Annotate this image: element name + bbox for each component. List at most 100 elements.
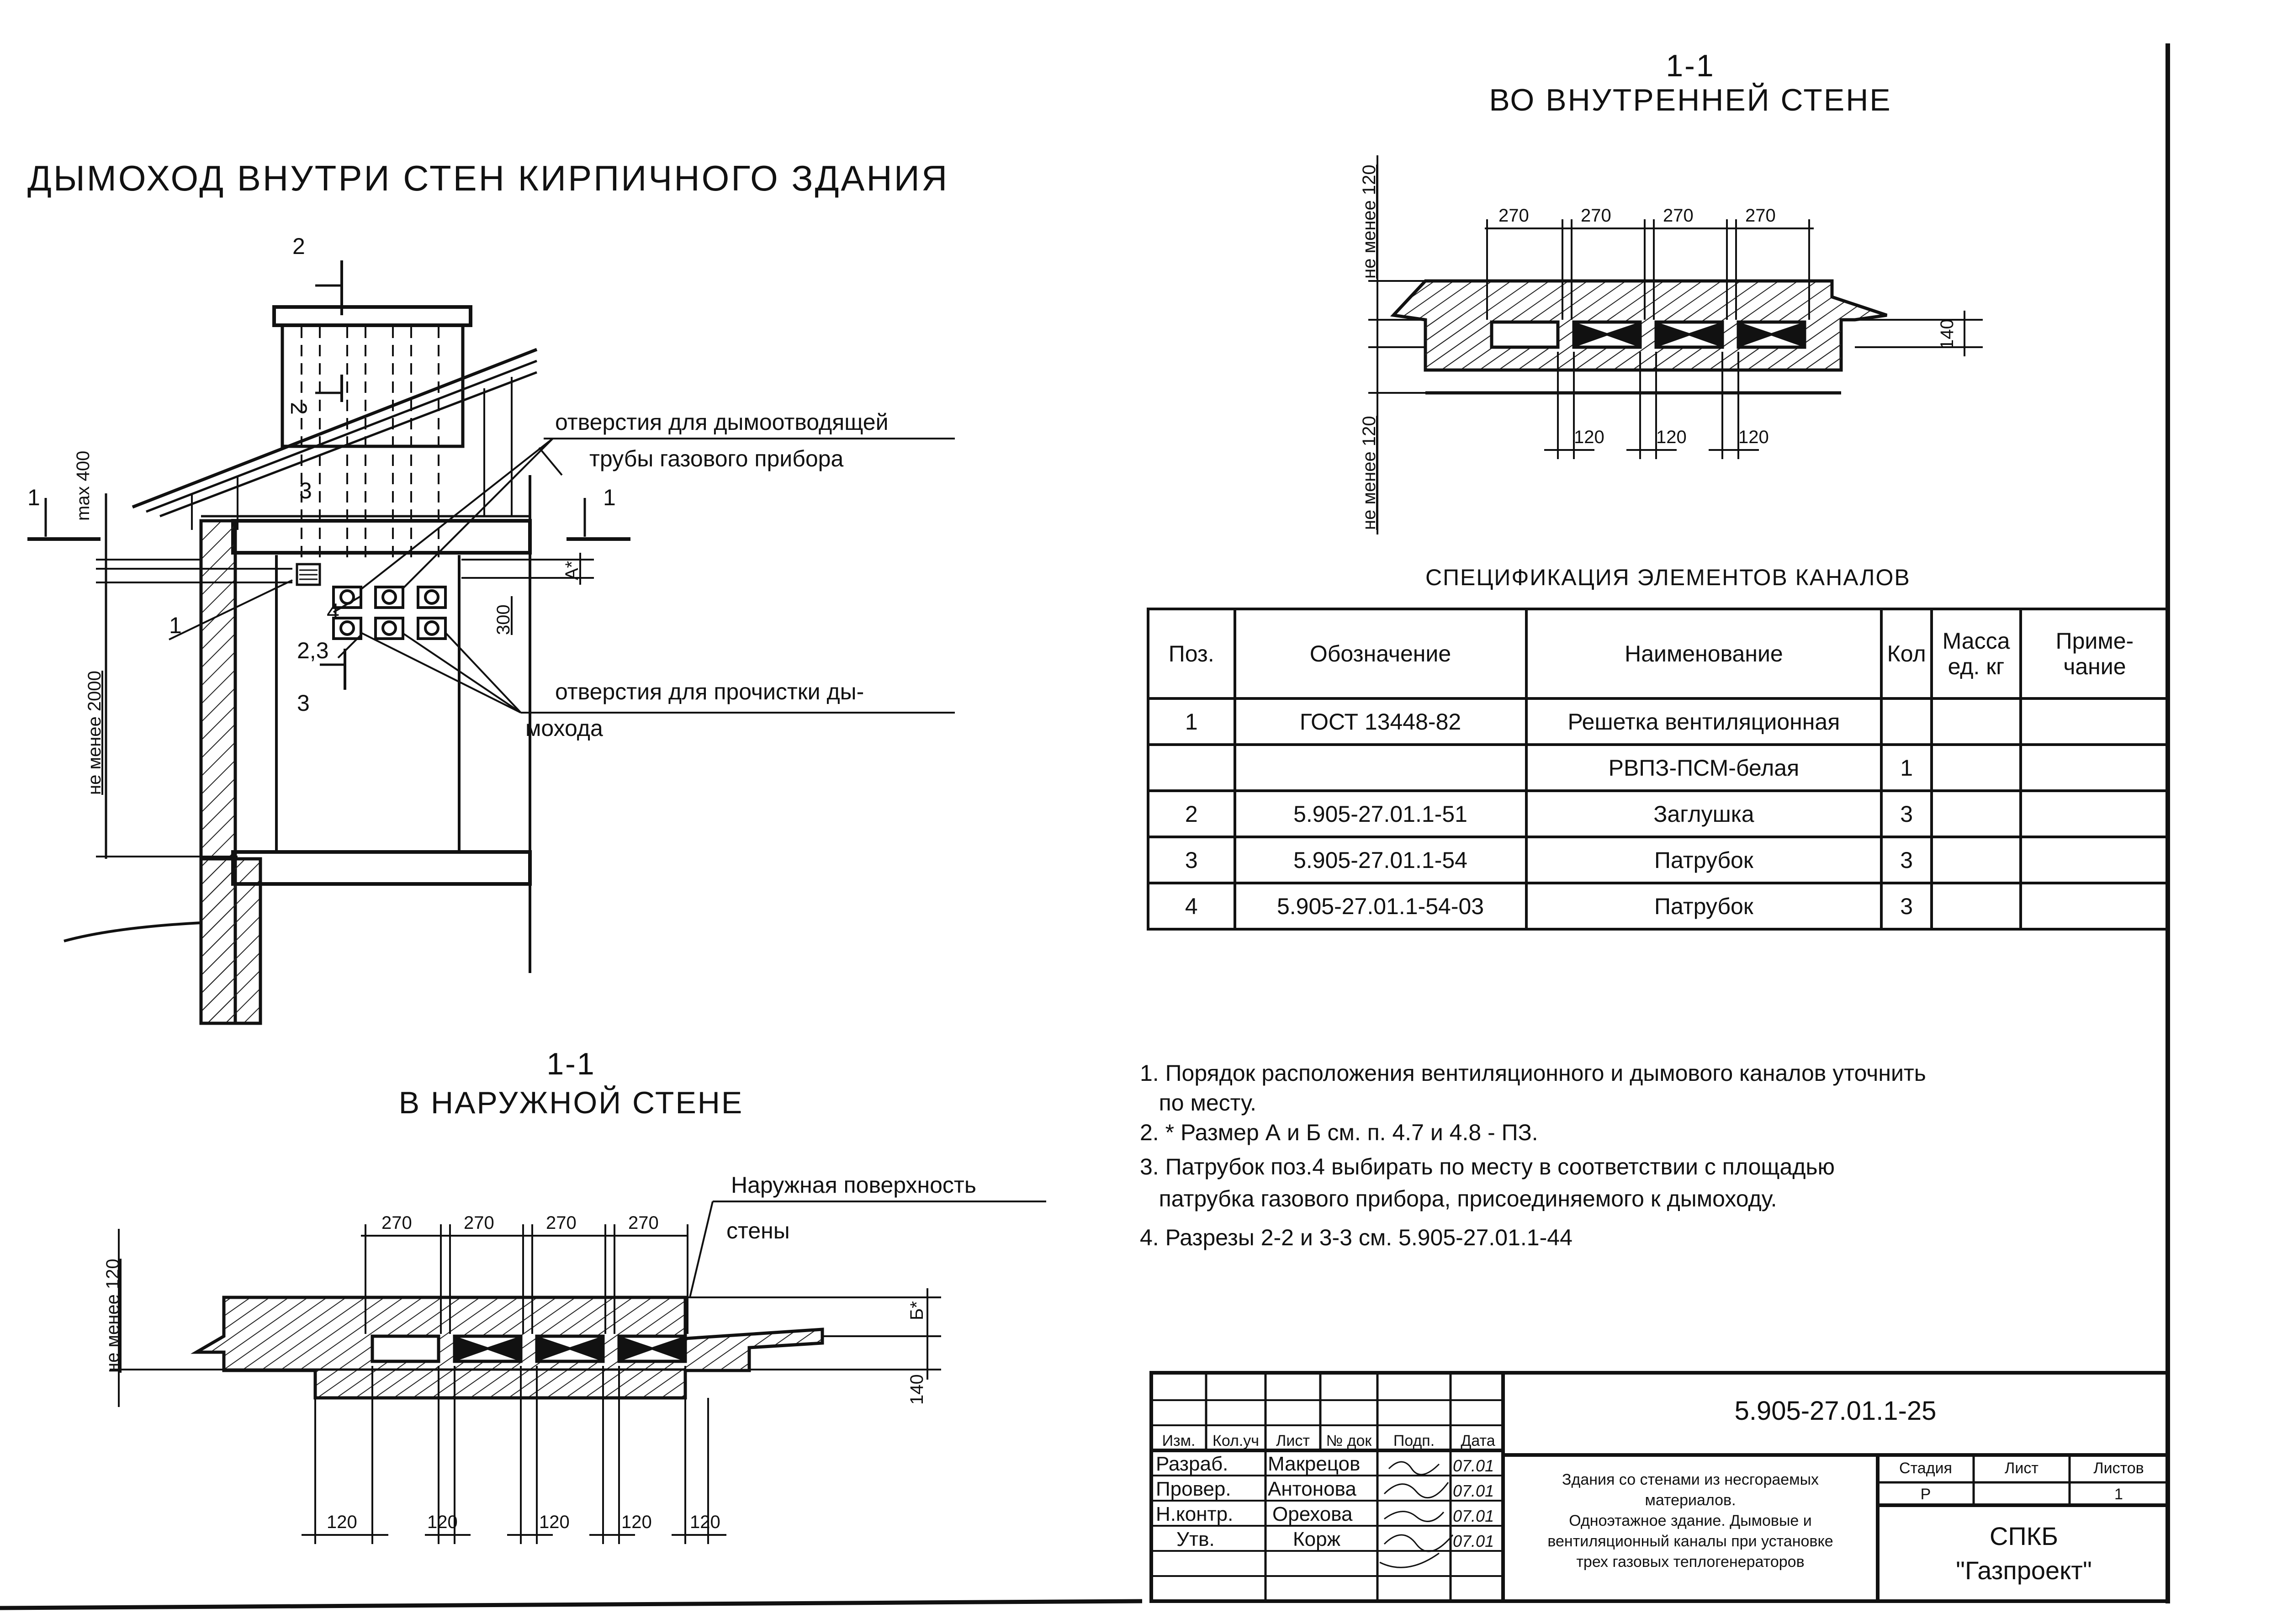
- spec-cell: [2019, 836, 2171, 884]
- position-label-2-3: 2,3: [297, 638, 329, 663]
- dim-outer-120-2: 120: [427, 1512, 458, 1532]
- title-block-frame: [1149, 1371, 2170, 1603]
- tb-col-izm: Изм.: [1162, 1432, 1196, 1449]
- tb-col-koluch: Кол.уч: [1212, 1432, 1259, 1449]
- section-outer-title: В НАРУЖНОЙ СТЕНЕ: [398, 1085, 744, 1120]
- dim-outer-270-2: 270: [464, 1213, 494, 1233]
- spec-cell: [1147, 743, 1236, 792]
- dim-outer-120-3: 120: [539, 1512, 570, 1532]
- dim-outer-120-4: 120: [621, 1512, 652, 1532]
- main-title: ДЫМОХОД ВНУТРИ СТЕН КИРПИЧНОГО ЗДАНИЯ: [27, 158, 949, 198]
- section-mark-1-left: 1: [27, 485, 40, 510]
- spec-cell: РВПЗ-ПСМ-белая: [1525, 743, 1883, 792]
- tb-date-2: 07.01: [1453, 1481, 1494, 1500]
- tb-date-4: 07.01: [1453, 1532, 1494, 1550]
- spec-header-note: Приме- чание: [2019, 608, 2171, 700]
- note-3b: патрубка газового прибора, присоединяемо…: [1140, 1186, 1777, 1211]
- tb-role-1: Разраб.: [1156, 1453, 1228, 1475]
- dim-outer-b: Б*: [907, 1301, 927, 1320]
- note-3a: 3. Патрубок поз.4 выбирать по месту в со…: [1140, 1154, 1835, 1180]
- tb-col-ndok: № док: [1326, 1432, 1372, 1449]
- section-mark-2b: 2: [286, 402, 312, 415]
- dim-outer-270-3: 270: [546, 1213, 577, 1233]
- tb-desc-3: Одноэтажное здание. Дымовые и: [1569, 1512, 1812, 1529]
- note-1a: 1. Порядок расположения вентиляционного …: [1140, 1060, 1926, 1086]
- spec-cell: [1930, 836, 2022, 884]
- elevation-drawing: [27, 260, 955, 1025]
- spec-cell: 1: [1880, 743, 1933, 792]
- doc-code: 5.905-27.01.1-25: [1734, 1396, 1937, 1426]
- dim-inner-140: 140: [1937, 319, 1957, 349]
- tb-name-4: Корж: [1293, 1528, 1341, 1550]
- dim-max-400: max 400: [73, 450, 93, 521]
- spec-cell: 3: [1880, 882, 1933, 931]
- spec-cell: [1233, 743, 1528, 792]
- section-inner-title: ВО ВНУТРЕННЕЙ СТЕНЕ: [1489, 83, 1892, 117]
- dim-inner-270-1: 270: [1498, 206, 1529, 226]
- callout-smoke-openings-1: отверстия для дымоотводящей: [555, 409, 889, 435]
- dim-a: А*: [562, 561, 582, 580]
- tb-desc-5: трех газовых теплогенераторов: [1576, 1553, 1805, 1571]
- section-inner-drawing: [1368, 155, 1983, 534]
- tb-role-2: Провер.: [1156, 1478, 1231, 1500]
- spec-cell: 2: [1147, 789, 1236, 838]
- tb-stage-value: Р: [1920, 1486, 1931, 1503]
- spec-cell: 1: [1147, 697, 1236, 746]
- tb-desc-4: вентиляционный каналы при установке: [1547, 1533, 1833, 1550]
- dim-outer-270-4: 270: [628, 1213, 659, 1233]
- section-inner-number: 1-1: [1666, 48, 1715, 83]
- position-label-4: 4: [327, 599, 339, 624]
- tb-role-3: Н.контр.: [1156, 1503, 1234, 1525]
- tb-name-1: Макрецов: [1268, 1453, 1361, 1475]
- tb-sheets-value: 1: [2114, 1486, 2123, 1503]
- spec-cell: [2019, 789, 2171, 838]
- dim-outer-120-5: 120: [690, 1512, 720, 1532]
- callout-outer-surface-1: Наружная поверхность: [731, 1172, 976, 1198]
- spec-cell: Решетка вентиляционная: [1525, 697, 1883, 746]
- tb-desc-1: Здания со стенами из несгораемых: [1562, 1471, 1819, 1488]
- spec-header-mass: Масса ед. кг: [1930, 608, 2022, 700]
- callout-cleaning-openings-2: мохода: [525, 715, 603, 741]
- spec-title: СПЕЦИФИКАЦИЯ ЭЛЕМЕНТОВ КАНАЛОВ: [1425, 565, 1911, 590]
- spec-header-designation: Обозначение: [1233, 608, 1528, 700]
- spec-cell: 3: [1880, 836, 1933, 884]
- section-mark-1-right: 1: [603, 485, 616, 510]
- note-2: 2. * Размер А и Б см. п. 4.7 и 4.8 - ПЗ.: [1140, 1120, 1538, 1145]
- tb-date-3: 07.01: [1453, 1507, 1494, 1525]
- spec-cell: 3: [1147, 836, 1236, 884]
- spec-cell: 5.905-27.01.1-54: [1233, 836, 1528, 884]
- spec-cell: Патрубок: [1525, 836, 1883, 884]
- spec-cell: 4: [1147, 882, 1236, 931]
- spec-header-row: Поз. Обозначение Наименование Кол Масса …: [1147, 608, 2171, 700]
- spec-cell: 5.905-27.01.1-51: [1233, 789, 1528, 838]
- spec-cell: [1930, 743, 2022, 792]
- section-outer-drawing: [110, 1201, 1046, 1544]
- spec-header-name: Наименование: [1525, 608, 1883, 700]
- frame-border-bottom: [0, 1599, 1143, 1610]
- note-4: 4. Разрезы 2-2 и 3-3 см. 5.905-27.01.1-4…: [1140, 1225, 1573, 1250]
- tb-sheet-label: Лист: [2005, 1460, 2038, 1477]
- dim-300: 300: [493, 604, 514, 635]
- section-mark-3-bottom: 3: [297, 690, 310, 716]
- dim-inner-270-4: 270: [1745, 206, 1776, 226]
- spec-cell: Заглушка: [1525, 789, 1883, 838]
- table-row: РВПЗ-ПСМ-белая 1: [1147, 743, 2171, 792]
- section-outer-number: 1-1: [546, 1047, 596, 1081]
- callout-smoke-openings-2: трубы газового прибора: [589, 446, 844, 471]
- table-row: 4 5.905-27.01.1-54-03 Патрубок 3: [1147, 882, 2171, 931]
- spec-cell: [2019, 743, 2171, 792]
- spec-header-pos: Поз.: [1147, 608, 1236, 700]
- spec-cell: [1880, 697, 1933, 746]
- dim-outer-120-1: 120: [327, 1512, 357, 1532]
- spec-header-qty: Кол: [1880, 608, 1933, 700]
- section-mark-3-top: 3: [299, 478, 312, 503]
- spec-cell: Патрубок: [1525, 882, 1883, 931]
- dim-inner-270-3: 270: [1663, 206, 1694, 226]
- spec-cell: [1930, 789, 2022, 838]
- dim-min-2000: не менее 2000: [85, 671, 105, 795]
- tb-name-3: Орехова: [1272, 1503, 1353, 1525]
- spec-cell: 3: [1880, 789, 1933, 838]
- section-mark-2: 2: [292, 233, 305, 259]
- position-label-1: 1: [169, 613, 182, 638]
